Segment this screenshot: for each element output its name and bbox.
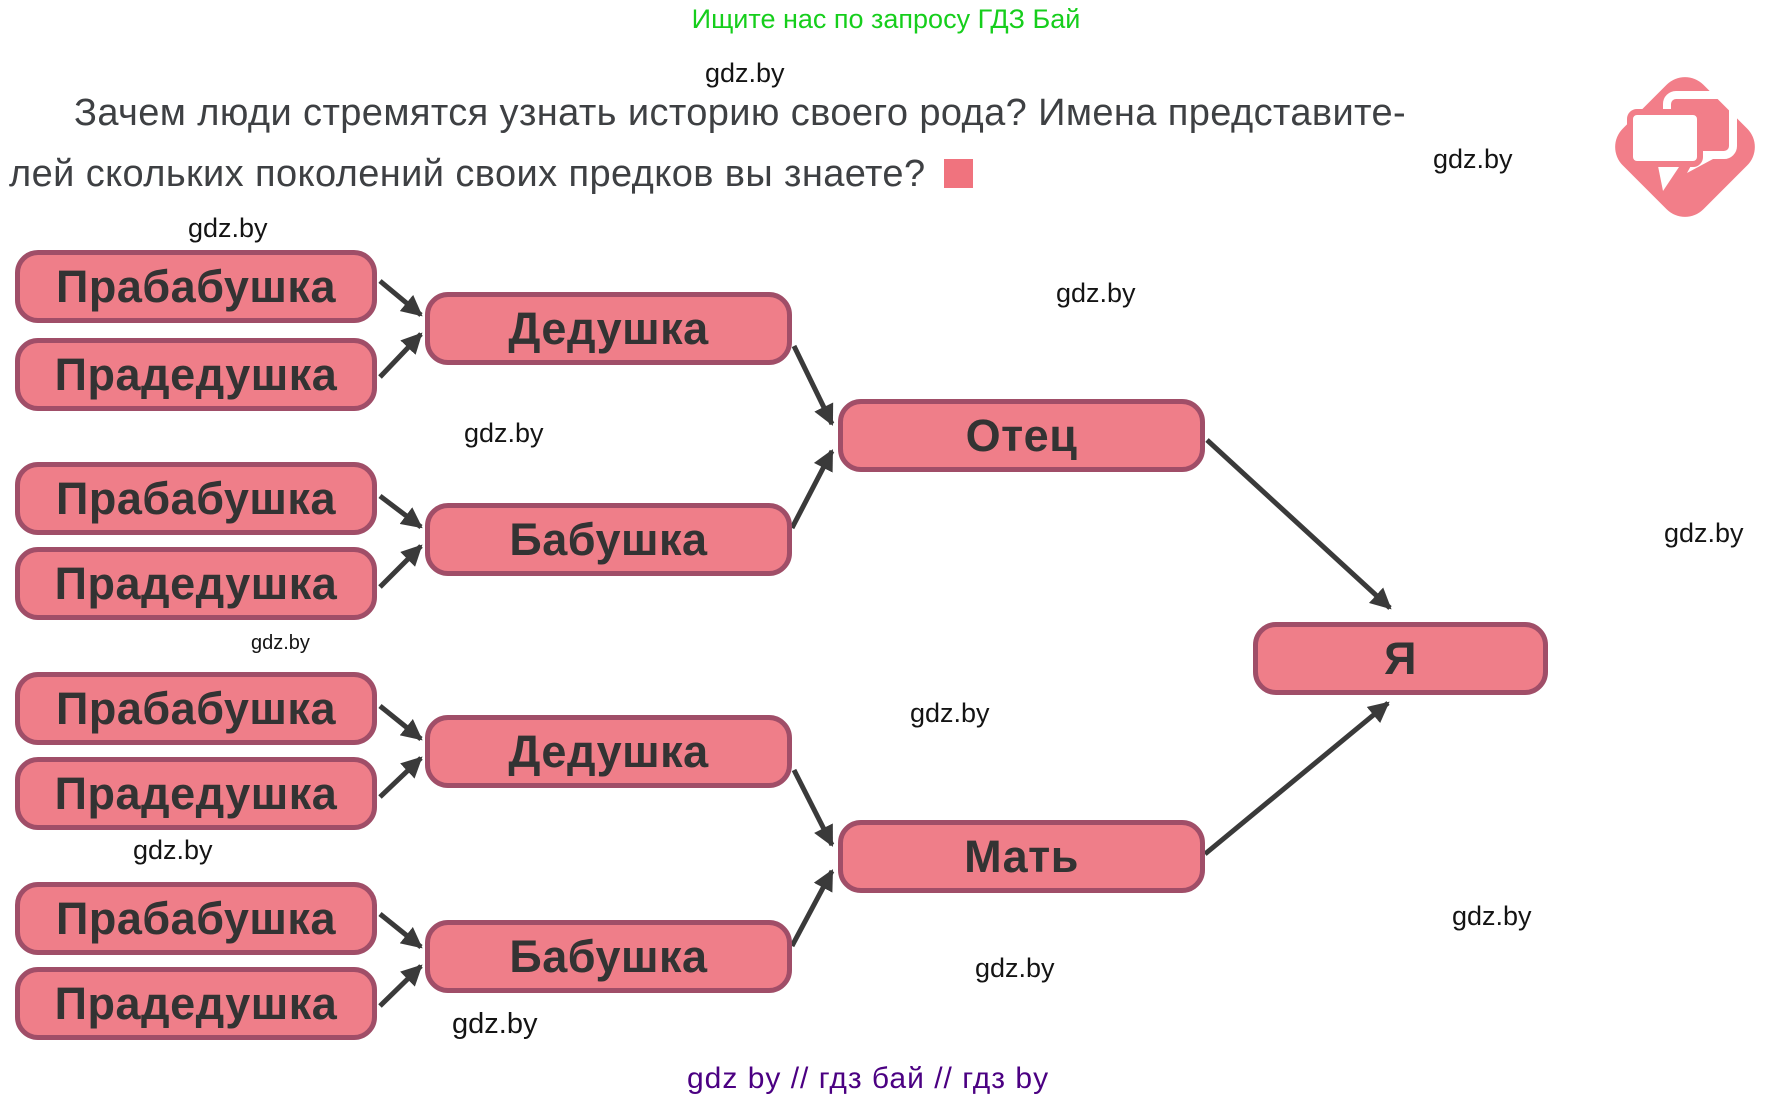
node-mother: Мать [838,820,1205,893]
node-great-grandfather-paternal-2: Прадедушка [15,547,377,620]
node-great-grandmother-paternal-1: Прабабушка [15,250,377,323]
node-father: Отец [838,399,1205,472]
gdz-watermark: gdz.by [1452,901,1532,931]
gdz-watermark: gdz.by [1056,278,1136,308]
node-grandmother-paternal: Бабушка [425,503,792,576]
chat-bubbles-icon [1627,91,1737,191]
node-grandfather-maternal: Дедушка [425,715,792,788]
node-grandfather-paternal: Дедушка [425,292,792,365]
gdz-watermark: gdz.by [910,698,990,728]
gdz-watermark: gdz.by [133,835,213,865]
question-line-1: Зачем люди стремятся узнать историю свое… [74,92,1407,134]
question-line-2: лей скольких поколений своих предков вы … [9,153,973,196]
node-great-grandfather-paternal-1: Прадедушка [15,338,377,411]
node-great-grandfather-maternal-2: Прадедушка [15,967,377,1040]
promo-text: Ищите нас по запросу ГДЗ Бай [691,4,1081,34]
gdz-watermark: gdz.by [464,418,544,448]
footer-seo-text: gdz by // гдз бай // гдз by [687,1062,1050,1095]
node-grandmother-maternal: Бабушка [425,920,792,993]
node-great-grandmother-paternal-2: Прабабушка [15,462,377,535]
node-me: Я [1253,622,1548,695]
question-line-2-text: лей скольких поколений своих предков вы … [9,153,926,195]
gdz-watermark: gdz.by [705,58,785,88]
node-great-grandfather-maternal-1: Прадедушка [15,757,377,830]
gdz-watermark: gdz.by [1664,518,1744,548]
gdz-watermark: gdz.by [452,1008,538,1040]
node-great-grandmother-maternal-1: Прабабушка [15,672,377,745]
red-square-marker [943,159,973,188]
gdz-watermark: gdz.by [975,953,1055,983]
gdz-watermark: gdz.by [251,632,310,654]
gdz-watermark: gdz.by [188,213,268,243]
node-great-grandmother-maternal-2: Прабабушка [15,882,377,955]
gdz-watermark: gdz.by [1433,144,1513,174]
